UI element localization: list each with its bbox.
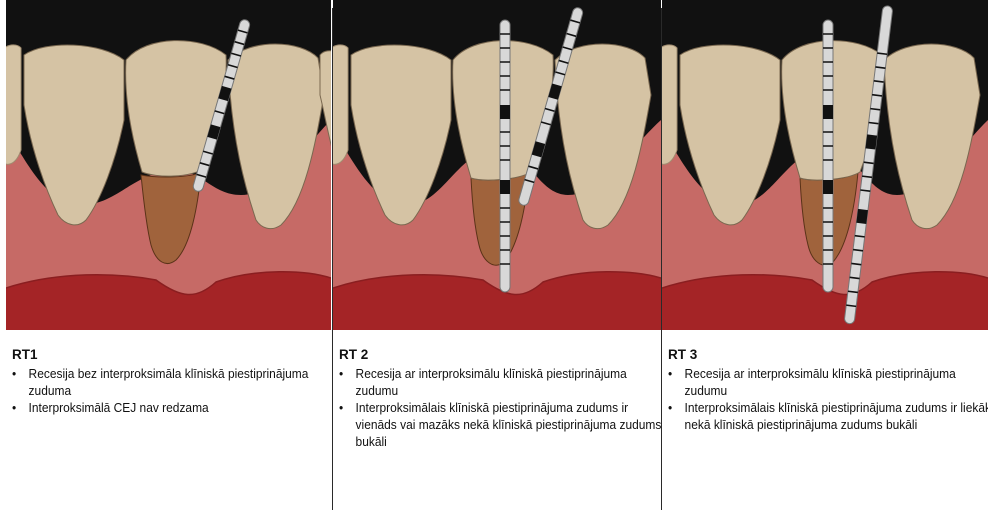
criteria-item: •Interproksimālais klīniskā piestiprināj… [668, 399, 988, 433]
periodontal-probe [500, 20, 510, 292]
tooth [662, 45, 677, 164]
panel-rt1: RT1 •Recesija bez interproksimāla klīnis… [6, 0, 331, 510]
criteria-item: •Interproksimālais klīniskā piestiprināj… [339, 399, 672, 450]
criteria-item: •Interproksimālā CEJ nav redzama [12, 399, 342, 416]
periodontal-probe [823, 20, 833, 292]
criteria-item: •Recesija ar interproksimālu klīniskā pi… [339, 365, 672, 399]
tooth [6, 45, 21, 164]
illustration-rt3 [662, 0, 988, 330]
criteria-list: •Recesija ar interproksimālu klīniskā pi… [339, 365, 657, 450]
panel-rt3: RT 3 •Recesija ar interproksimālu klīnis… [662, 0, 988, 510]
criteria-item: •Recesija ar interproksimālu klīniskā pi… [668, 365, 988, 399]
criteria-list: •Recesija ar interproksimālu klīniskā pi… [668, 365, 984, 433]
illustration-rt1 [6, 0, 331, 330]
criteria-list: •Recesija bez interproksimāla klīniskā p… [12, 365, 327, 416]
caption-rt3: RT 3 •Recesija ar interproksimālu klīnis… [668, 347, 984, 433]
illustration-rt2 [333, 0, 661, 330]
classification-title: RT1 [12, 347, 327, 363]
panel-rt2: RT 2 •Recesija ar interproksimālu klīnis… [333, 0, 661, 510]
tooth [333, 45, 348, 164]
caption-rt1: RT1 •Recesija bez interproksimāla klīnis… [12, 347, 327, 416]
criteria-item: •Recesija bez interproksimāla klīniskā p… [12, 365, 342, 399]
caption-rt2: RT 2 •Recesija ar interproksimālu klīnis… [339, 347, 657, 450]
classification-title: RT 3 [668, 347, 984, 363]
classification-title: RT 2 [339, 347, 657, 363]
